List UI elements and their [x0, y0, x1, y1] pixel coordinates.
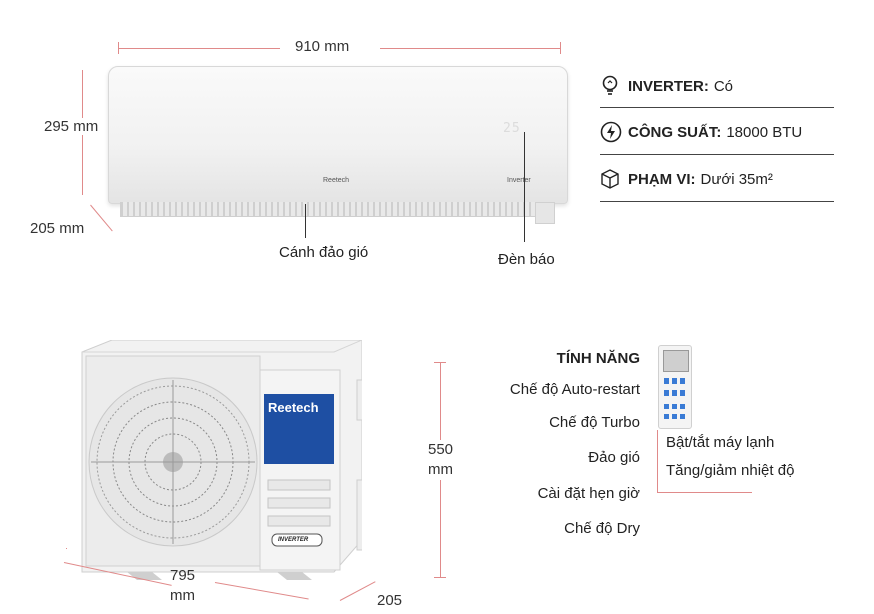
- remote-feature-item: Bật/tắt máy lạnh: [666, 434, 775, 451]
- outdoor-brand: Reetech: [268, 400, 319, 415]
- indoor-louver: [120, 202, 552, 217]
- remote-feature-item: Tăng/giảm nhiệt độ: [666, 462, 795, 479]
- indoor-display: 25: [503, 121, 521, 136]
- depth-dimension-line: [90, 204, 113, 232]
- spec-value: Có: [713, 77, 734, 95]
- bulb-icon: [600, 75, 628, 97]
- feature-item: Chế độ Auto-restart: [509, 381, 640, 398]
- indoor-brand: Reetech: [323, 177, 350, 184]
- spec-value: Dưới 35m²: [700, 170, 773, 188]
- indoor-unit: Reetech Inverter 25: [108, 66, 568, 204]
- outdoor-height-tick-top: [434, 362, 446, 363]
- remote-control-image: [658, 345, 692, 429]
- spec-value: 18000 BTU: [726, 123, 803, 141]
- remote-screen: [663, 350, 689, 372]
- features-title: TÍNH NĂNG: [556, 350, 640, 367]
- outdoor-width-start: [66, 548, 67, 549]
- outdoor-inverter-badge: INVERTER: [278, 537, 309, 543]
- feature-item: Cài đặt hẹn giờ: [537, 485, 640, 502]
- remote-buttons: [664, 414, 686, 419]
- indoor-depth-label: 205 mm: [30, 220, 85, 237]
- feature-item: Đảo gió: [588, 449, 640, 466]
- feature-item: Chế độ Dry: [564, 520, 640, 537]
- louver-pointer: [305, 204, 306, 238]
- indoor-height-label: 295 mm: [44, 118, 99, 135]
- outdoor-height-tick-bottom: [434, 577, 446, 578]
- louver-label: Cánh đảo gió: [279, 244, 369, 261]
- spec-row-inverter: INVERTER: Có: [600, 74, 834, 98]
- outdoor-unit: Reetech INVERTER: [72, 339, 406, 580]
- spec-divider: [600, 154, 834, 155]
- outdoor-width-label: 795 mm: [170, 566, 195, 606]
- indicator-label: Đèn báo: [498, 251, 555, 268]
- outdoor-depth-label: 205: [377, 592, 403, 609]
- spec-key: PHẠM VI:: [628, 170, 696, 188]
- indoor-inverter-text: Inverter: [507, 177, 531, 184]
- indicator-pointer: [524, 132, 525, 242]
- outdoor-width-line-right: [214, 582, 309, 600]
- spec-row-range: PHẠM VI: Dưới 35m²: [600, 167, 834, 191]
- remote-bracket-base: [657, 492, 752, 493]
- indoor-width-label: 910 mm: [295, 38, 350, 55]
- remote-buttons: [664, 378, 686, 384]
- outdoor-height-label: 550 mm: [428, 440, 454, 480]
- indoor-side-cap: [535, 202, 555, 224]
- outdoor-depth-line: [339, 581, 376, 601]
- spec-key: CÔNG SUẤT:: [628, 123, 722, 141]
- remote-buttons: [664, 390, 686, 396]
- width-tick-right: [560, 42, 561, 54]
- cube-icon: [600, 168, 628, 190]
- spec-key: INVERTER:: [628, 77, 709, 95]
- spec-row-power: CÔNG SUẤT: 18000 BTU: [600, 120, 834, 144]
- outdoor-width-unit: mm: [170, 587, 196, 604]
- outdoor-width-value: 795: [170, 567, 196, 584]
- remote-bracket-line: [657, 430, 658, 492]
- spec-divider: [600, 201, 834, 202]
- width-dimension-line-right: [380, 48, 560, 49]
- spec-divider: [600, 107, 834, 108]
- width-tick-left: [118, 42, 119, 54]
- feature-item: Chế độ Turbo: [549, 414, 640, 431]
- remote-buttons: [664, 404, 686, 409]
- power-icon: [600, 121, 628, 143]
- outdoor-height-unit: mm: [428, 461, 454, 478]
- outdoor-height-value: 550: [428, 441, 454, 458]
- width-dimension-line-left: [118, 48, 280, 49]
